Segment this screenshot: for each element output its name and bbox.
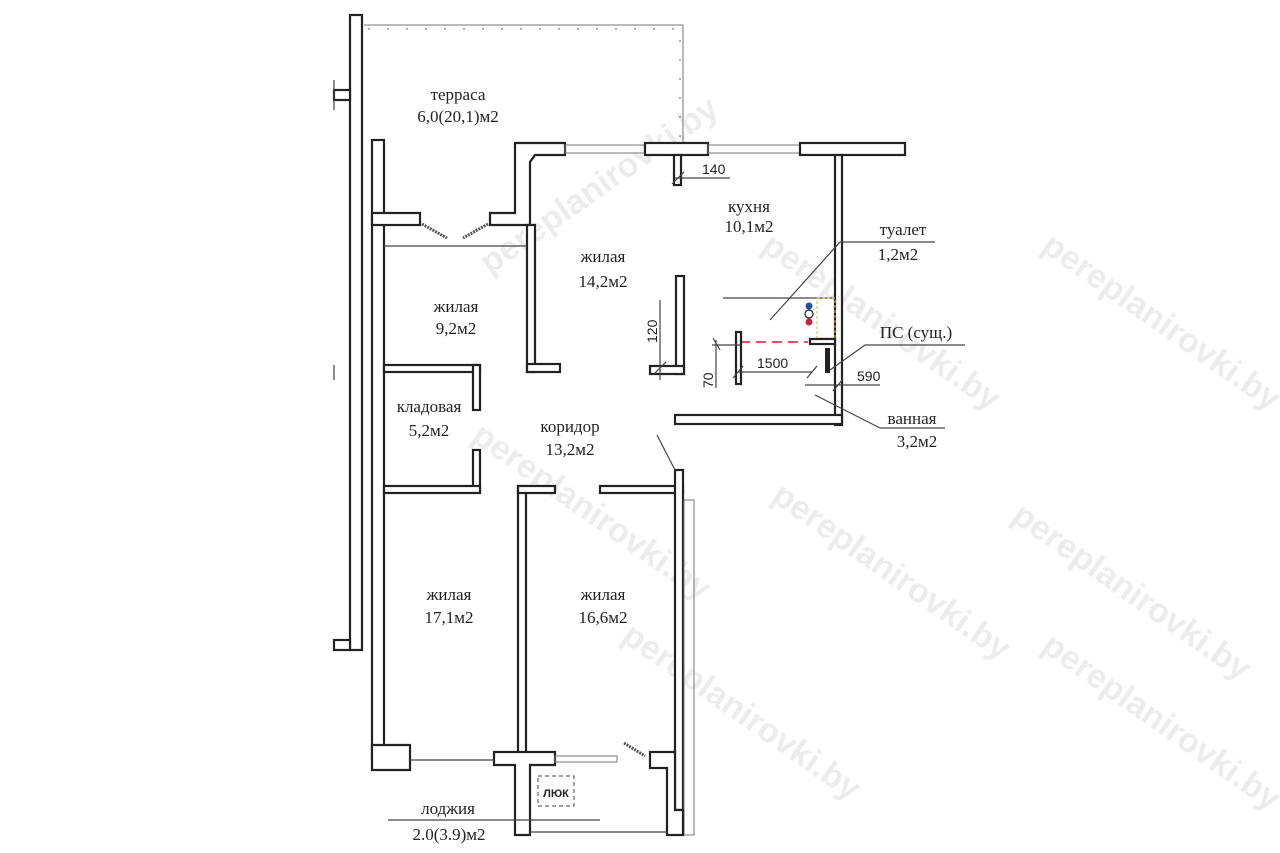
living-14-area: 14,2м2 — [578, 272, 627, 291]
room-labels: терраса 6,0(20,1)м2 кухня 10,1м2 жилая 1… — [397, 85, 952, 844]
dim-590: 590 — [857, 368, 881, 384]
dim-1500: 1500 — [757, 355, 788, 371]
terrace-railing — [364, 24, 684, 145]
storage-name: кладовая — [397, 397, 462, 416]
terrace-name: терраса — [431, 85, 486, 104]
walls — [332, 13, 907, 837]
watermark: pereplanirovki.by — [765, 475, 1017, 668]
storage-area: 5,2м2 — [409, 421, 450, 440]
hot-water-icon — [805, 318, 813, 326]
watermark: pereplanirovki.by — [615, 615, 867, 808]
dim-140: 140 — [702, 161, 726, 177]
bathroom-area: 3,2м2 — [897, 432, 938, 451]
watermark: pereplanirovki.by — [1035, 225, 1280, 418]
toilet-name: туалет — [880, 220, 927, 239]
living-17-name: жилая — [426, 585, 472, 604]
living-16-area: 16,6м2 — [578, 608, 627, 627]
living-9-name: жилая — [433, 297, 479, 316]
living-9-area: 9,2м2 — [436, 319, 477, 338]
loggia-name: лоджия — [421, 799, 475, 818]
kitchen-area: 10,1м2 — [724, 217, 773, 236]
hatch-label: ЛЮК — [543, 788, 569, 800]
shaft-label: ПС (сущ.) — [880, 323, 952, 342]
living-16-name: жилая — [580, 585, 626, 604]
corridor-area: 13,2м2 — [545, 440, 594, 459]
dimension-labels: 140 120 70 1500 590 — [644, 161, 881, 388]
loggia-area: 2.0(3.9)м2 — [412, 825, 485, 844]
dimension-lines — [388, 171, 880, 821]
doors — [421, 222, 676, 758]
cold-water-icon — [805, 302, 813, 310]
terrace-area: 6,0(20,1)м2 — [417, 107, 499, 126]
corridor-name: коридор — [540, 417, 599, 436]
kitchen-name: кухня — [728, 197, 770, 216]
drain-icon — [804, 309, 814, 319]
shaft-mark — [825, 348, 830, 373]
dim-70: 70 — [700, 372, 716, 388]
bathroom-name: ванная — [888, 409, 937, 428]
living-17-area: 17,1м2 — [424, 608, 473, 627]
bathroom-fixtures — [723, 241, 965, 429]
hatch-outline — [537, 775, 575, 807]
dim-120: 120 — [644, 319, 660, 343]
toilet-area: 1,2м2 — [878, 245, 919, 264]
living-14-name: жилая — [580, 247, 626, 266]
